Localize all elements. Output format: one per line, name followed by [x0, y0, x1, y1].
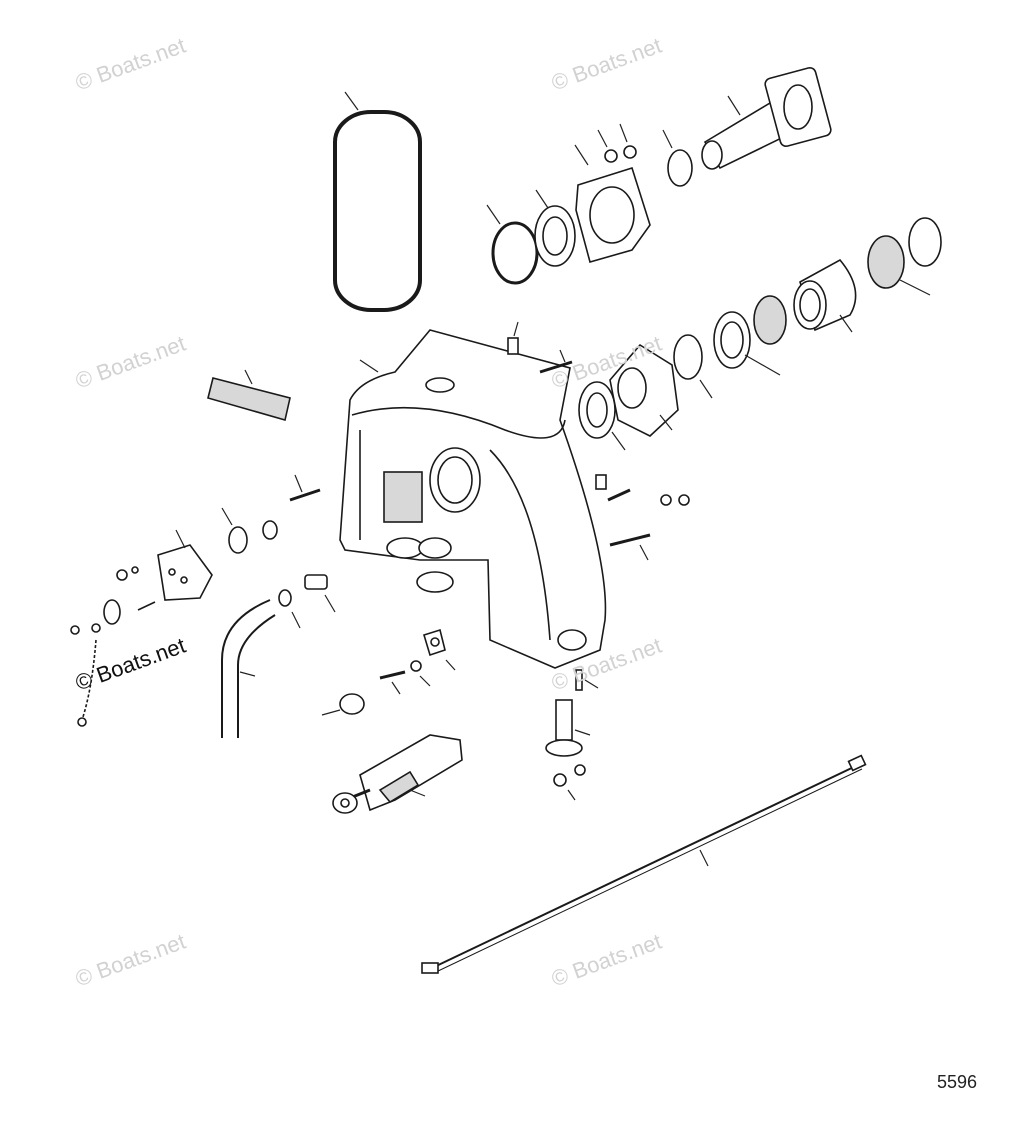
o-ring-large [486, 204, 539, 285]
bearing-housing-plate [574, 144, 651, 263]
pin [575, 669, 599, 691]
housing-fittings-right [595, 474, 690, 561]
wire-harness [421, 754, 867, 974]
gimbal-housing [339, 329, 607, 669]
water-hose [221, 599, 276, 738]
center-bolt-washer [379, 660, 431, 695]
hose-fittings [278, 574, 336, 629]
shift-block [157, 529, 213, 601]
trim-cylinder [332, 734, 463, 814]
bearing [534, 189, 576, 267]
small-bracket [423, 628, 456, 671]
rubber-strip [207, 369, 291, 422]
bearing-races [713, 295, 787, 376]
seal-ring [578, 381, 626, 451]
plug-cap [321, 693, 365, 716]
bellows-cylinder [793, 258, 857, 333]
top-bolt [507, 321, 519, 355]
flanged-shaft [701, 67, 832, 170]
shift-bolt [289, 474, 321, 502]
figure-number: 5596 [937, 1072, 978, 1092]
small-hardware-left [70, 566, 156, 727]
small-nut [597, 123, 637, 163]
o-ring-small [221, 507, 278, 554]
rectangular-gasket [333, 91, 422, 312]
gasket-ring [673, 334, 713, 399]
pivot-pin [545, 699, 591, 757]
u-joint-housing [609, 343, 679, 437]
bottom-nuts [553, 764, 586, 801]
long-stud [539, 349, 573, 374]
gear-ring [867, 217, 942, 296]
snap-ring [662, 129, 693, 187]
